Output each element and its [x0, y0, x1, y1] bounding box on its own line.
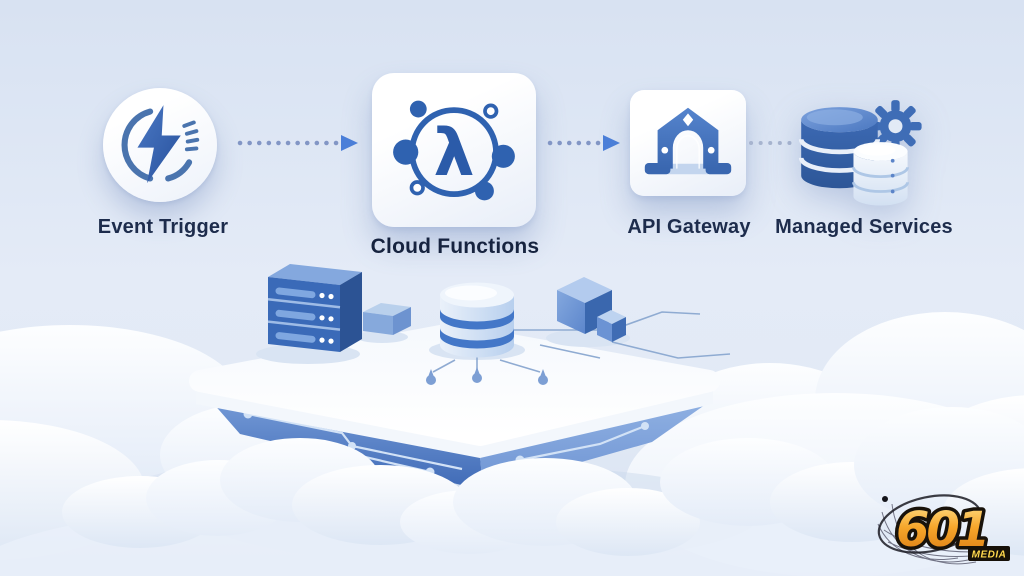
managed-services-node — [790, 95, 930, 219]
dashed-ring-arc-left — [121, 108, 154, 182]
platform-rim — [196, 390, 713, 458]
item-shadows — [256, 329, 630, 364]
logo-loop — [877, 494, 983, 554]
cloud-functions-node: λ — [372, 73, 536, 227]
server-slots — [275, 287, 316, 343]
lightning-bolt — [137, 105, 181, 184]
gateway-dot-right — [707, 146, 715, 154]
dotted-arrow-2 — [547, 135, 620, 151]
server-rack — [267, 264, 362, 352]
logo-number: 601 — [896, 502, 987, 558]
managed-services-label: Managed Services — [775, 216, 953, 238]
lambda-glyph: λ — [433, 116, 474, 191]
dotted-arrow-1 — [237, 135, 358, 151]
storage-box — [363, 303, 411, 335]
cloud-platform-illustration — [0, 264, 1024, 576]
gateway-arch-icon — [644, 107, 732, 175]
arch-outline — [676, 135, 700, 169]
compute-cubes — [557, 277, 626, 342]
dotted-line-3 — [749, 141, 792, 145]
front-clouds — [62, 407, 1024, 556]
event-trigger-node — [103, 88, 217, 202]
gateway-dot-left — [661, 146, 669, 154]
api-gateway-label: API Gateway — [627, 216, 751, 238]
lambda-network-icon: λ — [393, 100, 515, 201]
601-media-logo: 601 MEDIA — [877, 494, 1010, 565]
event-trigger-label: Event Trigger — [97, 216, 229, 238]
arrowhead-icon — [603, 135, 620, 151]
logo-loop-knob — [882, 496, 888, 502]
dashed-ring-arc-bottom — [165, 159, 193, 182]
keystone-diamond — [682, 113, 694, 127]
media-badge — [968, 546, 1010, 561]
top-circuit-traces — [432, 311, 731, 373]
cloud-functions-label: Cloud Functions — [370, 235, 540, 258]
media-badge-label: MEDIA — [972, 550, 1007, 561]
speed-dashes — [182, 120, 200, 152]
teardrop-nodes — [426, 367, 548, 385]
database-cylinder — [440, 282, 514, 358]
gateway-house — [657, 107, 719, 169]
arrowhead-icon — [341, 135, 358, 151]
lightning-bolt-icon — [121, 105, 200, 184]
server-leds — [319, 292, 334, 344]
api-gateway-node — [630, 90, 746, 196]
database-cylinder-small — [852, 142, 909, 206]
database-gear-icon — [798, 100, 922, 206]
network-nodes-filled — [393, 100, 515, 201]
network-nodes-hollow — [409, 103, 499, 196]
